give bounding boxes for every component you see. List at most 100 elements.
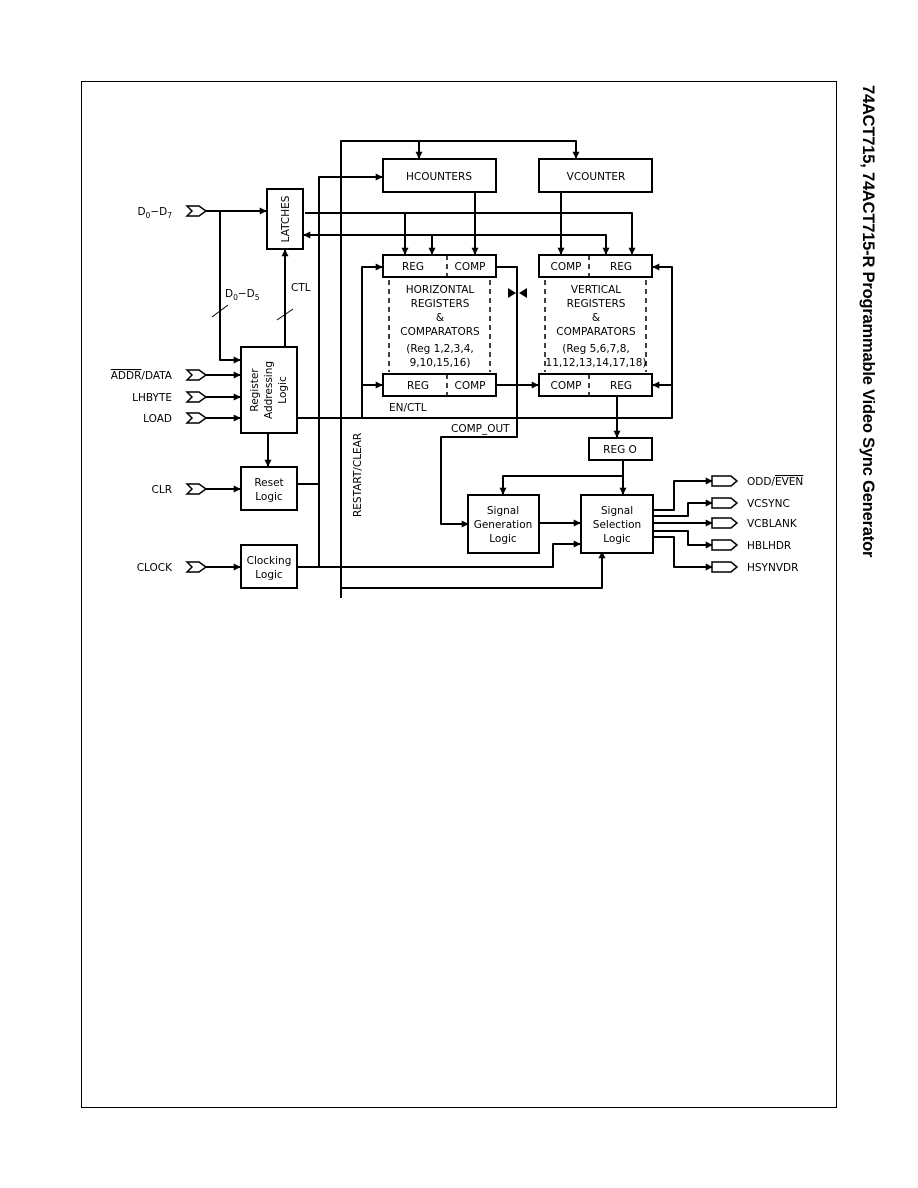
port-vcblank [711,517,739,529]
v-desc-3: & [592,312,600,324]
wire-out-odd-even [653,477,713,511]
input-clr-label: CLR [152,484,172,496]
input-lhbyte-label: LHBYTE [132,392,172,404]
port-lhbyte [185,391,208,403]
output-vcsync-label: VCSYNC [747,498,790,510]
h-top-reg-label: REG [402,261,424,273]
v-desc-1: VERTICAL [571,284,621,296]
input-ports [185,205,208,573]
register-addressing-block [240,346,298,434]
v-bottom-block [538,373,653,397]
port-odd-even [711,475,739,487]
wire-clock-bus [297,540,581,568]
reset-logic-label-1: Reset [254,477,283,489]
v-bottom-reg-label: REG [610,380,632,392]
reset-logic-label-2: Logic [255,491,283,503]
label-en-ctl: EN/CTL [389,402,427,414]
input-d0-d7-label: D0−D7 [137,206,172,220]
wire-en-ctl-h-top [361,263,383,418]
v-top-block [538,254,653,278]
dashed-lines [388,255,647,396]
wire-hcomp-out [496,266,518,385]
signal-generation-block [467,494,540,554]
hcounters-block [382,158,497,193]
reg-o-block [588,437,653,461]
label-d0-d5: D0−D5 [225,288,260,302]
wire-out-vcsync [653,499,713,517]
clocking-logic-label-2: Logic [255,569,283,581]
input-load-label: LOAD [143,413,172,425]
reg-o-label: REG O [603,444,637,456]
wire-out-hblhdr [653,530,713,549]
wire-en-ctl-bus [297,263,673,419]
v-desc-6: 11,12,13,14,17,18) [546,357,647,369]
h-bottom-reg-label: REG [407,380,429,392]
register-addressing-label-1: Register [249,368,261,412]
port-vcsync [711,497,739,509]
wire-comp-out [440,385,518,528]
register-addressing-label-2: Addressing [263,361,275,419]
blocks [240,158,654,589]
signal-selection-label-1: Signal [601,505,633,517]
signal-generation-label-3: Logic [489,533,517,545]
label-ctl: CTL [291,282,311,294]
output-hblhdr-label: HBLHDR [747,540,791,552]
port-hsynvdr [711,561,739,573]
reset-logic-block [240,466,298,511]
h-bottom-block [382,373,497,397]
v-desc-2: REGISTERS [567,298,626,310]
h-desc-3: & [436,312,444,324]
page-frame [81,81,837,1108]
input-clock-label: CLOCK [137,562,173,574]
h-top-comp-label: COMP [455,261,486,273]
bus-clear [341,551,606,589]
signal-selection-label-3: Logic [603,533,631,545]
port-hblhdr [711,539,739,551]
register-addressing-label-3: Logic [277,376,289,404]
h-desc-4: COMPARATORS [400,326,480,338]
h-desc-5: (Reg 1,2,3,4, [406,343,473,355]
port-load [185,412,208,424]
wire-out-hsynvdr [653,536,713,571]
h-top-block [382,254,497,278]
v-desc-4: COMPARATORS [556,326,636,338]
label-comp-out: COMP_OUT [451,423,510,435]
signal-generation-label-1: Signal [487,505,519,517]
clocking-logic-label-1: Clocking [247,555,292,567]
v-top-reg-label: REG [610,261,632,273]
port-d0d7 [185,205,208,217]
v-desc-5: (Reg 5,6,7,8, [562,343,629,355]
port-clock [185,561,208,573]
vcounter-block [538,158,653,193]
port-clr [185,483,208,495]
v-top-comp-label: COMP [551,261,582,273]
h-desc-1: HORIZONTAL [406,284,475,296]
output-odd-even-label: ODD/EVEN [747,476,803,488]
v-bottom-comp-label: COMP [551,380,582,392]
latches-label: LATCHES [280,195,292,242]
bus-top-loop [340,140,580,598]
vcounter-label: VCOUNTER [567,171,626,183]
bus-slashes [211,304,294,321]
output-hsynvdr-label: HSYNVDR [747,562,798,574]
hcounters-label: HCOUNTERS [406,171,472,183]
label-restart-clear: RESTART/CLEAR [352,433,364,517]
wire-rego-generation [499,475,623,495]
clocking-logic-block [240,544,298,589]
crossing-arrows [508,288,527,298]
wire-feedback-latches [341,234,610,255]
wire-latch-hcomp-reg [305,212,636,255]
signal-selection-block [580,494,654,554]
input-addr-data-label: ADDR/DATA [111,370,173,382]
h-bottom-comp-label: COMP [455,380,486,392]
port-addr-data [185,369,208,381]
latches-block [266,188,304,250]
output-vcblank-label: VCBLANK [747,518,798,530]
output-ports [711,475,739,573]
h-desc-6: 9,10,15,16) [410,357,471,369]
wire-d0d5-reg-addr [219,211,241,364]
signal-selection-label-2: Selection [593,519,641,531]
h-desc-2: REGISTERS [411,298,470,310]
signal-generation-label-2: Generation [474,519,533,531]
